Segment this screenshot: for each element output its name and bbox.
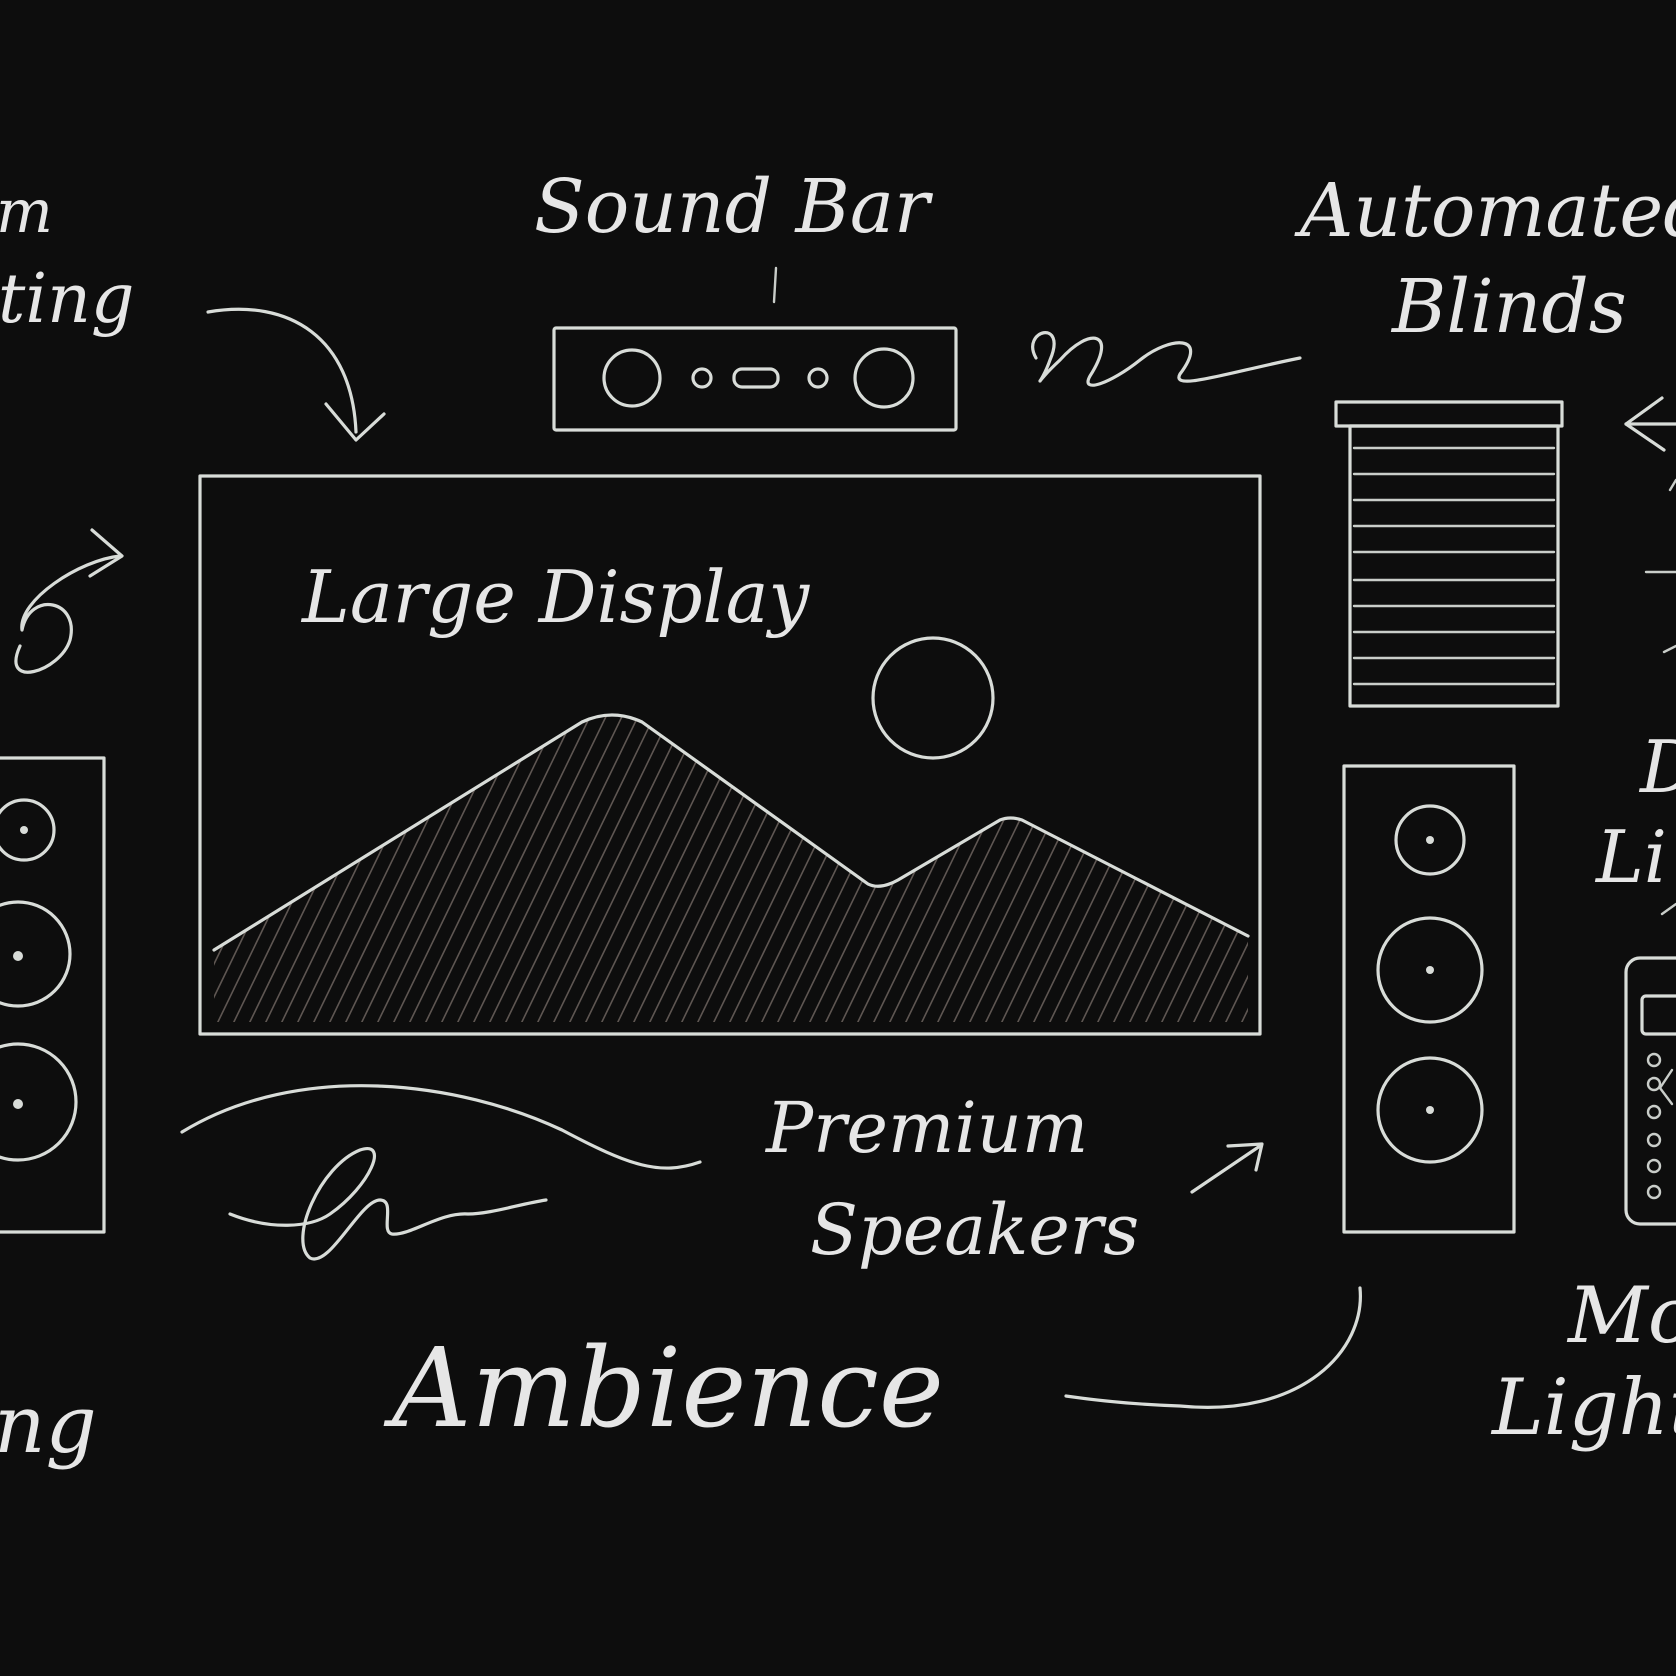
curve-line-icon xyxy=(1064,1286,1362,1409)
label-right-bottom-2: Light xyxy=(1490,1363,1676,1453)
curved-arrow-icon xyxy=(206,307,386,442)
arrow-left-icon xyxy=(1624,396,1676,654)
sound-bar-icon xyxy=(552,266,958,432)
label-premium: Premium xyxy=(764,1087,1088,1169)
label-right-mid-1: D xyxy=(1638,725,1676,809)
label-left-top-1: m xyxy=(0,177,53,247)
blinds-icon xyxy=(1334,400,1564,708)
label-right-bottom-1: Mo xyxy=(1566,1271,1676,1361)
arrow-up-right-icon xyxy=(1190,1142,1264,1194)
label-left-bottom: ng xyxy=(0,1378,97,1471)
label-speakers: Speakers xyxy=(810,1189,1139,1271)
left-speaker-icon xyxy=(0,756,106,1234)
right-speaker-icon xyxy=(1342,764,1516,1234)
mountain-hatching xyxy=(214,715,1248,1022)
loop-arrow-icon xyxy=(14,528,124,674)
scribble-icon xyxy=(1031,331,1302,387)
dash-mark-icon xyxy=(1660,902,1676,916)
label-automated: Automated xyxy=(1294,168,1676,254)
label-right-mid-2: Li xyxy=(1594,815,1667,899)
label-left-top-2: ting xyxy=(0,260,134,339)
remote-control-icon xyxy=(1624,956,1676,1226)
label-ambience: Ambience xyxy=(383,1324,944,1452)
label-large-display: Large Display xyxy=(300,555,810,639)
label-sound-bar: Sound Bar xyxy=(534,164,934,250)
scribble-icon xyxy=(228,1147,548,1261)
label-blinds: Blinds xyxy=(1390,264,1627,350)
wave-line-icon xyxy=(180,1084,702,1170)
